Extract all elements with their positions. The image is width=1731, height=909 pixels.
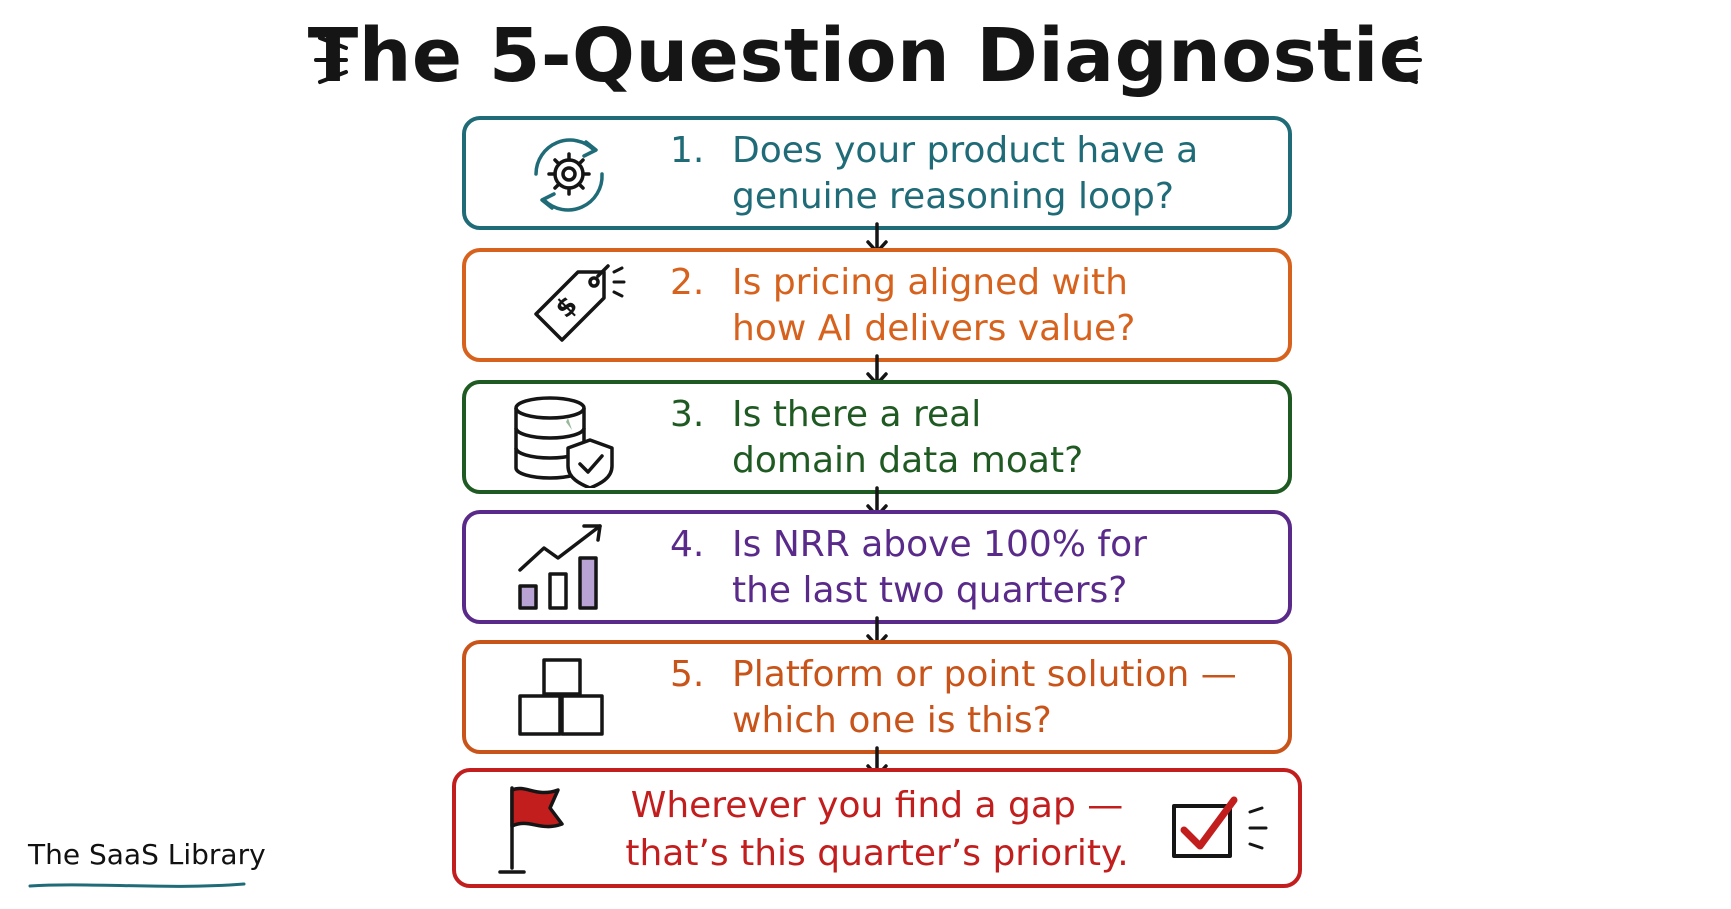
- priority-text: Wherever you find a gap — that’s this qu…: [456, 782, 1298, 878]
- priority-line-2: that’s this quarter’s priority.: [625, 833, 1129, 874]
- question-text-2: 2. Is pricing aligned with how AI deliver…: [670, 260, 1135, 352]
- question-number: 5.: [670, 654, 705, 695]
- question-card-3: 3. Is there a real domain data moat?: [462, 380, 1292, 494]
- question-line-2: which one is this?: [732, 700, 1052, 741]
- question-text-3: 3. Is there a real domain data moat?: [670, 392, 1083, 484]
- brand-label: The SaaS Library: [28, 838, 266, 871]
- database-shield-icon: [514, 396, 614, 488]
- question-line-2: genuine reasoning loop?: [732, 176, 1174, 217]
- question-text-5: 5. Platform or point solution — which one…: [670, 652, 1237, 744]
- question-number: 3.: [670, 394, 705, 435]
- gear-cycle-icon: [534, 138, 604, 212]
- stacked-blocks-icon: [518, 658, 604, 736]
- checkbox-check-icon: [1172, 796, 1268, 858]
- price-tag-icon: $: [534, 264, 626, 342]
- priority-card: Wherever you find a gap — that’s this qu…: [452, 768, 1302, 888]
- question-line-2: domain data moat?: [732, 440, 1084, 481]
- question-line-2: the last two quarters?: [732, 570, 1128, 611]
- question-card-4: 4. Is NRR above 100% for the last two qua…: [462, 510, 1292, 624]
- page-title: The 5-Question Diagnostic: [307, 13, 1424, 99]
- question-number: 2.: [670, 262, 705, 303]
- flag-icon: [498, 786, 564, 874]
- question-line-1: Does your product have a: [732, 130, 1199, 171]
- question-line-1: Platform or point solution —: [732, 654, 1237, 695]
- question-line-1: Is NRR above 100% for: [732, 524, 1147, 565]
- growth-chart-icon: [518, 524, 602, 610]
- question-number: 1.: [670, 130, 705, 171]
- title-emphasis-lines-right: [1388, 36, 1422, 84]
- question-line-1: Is pricing aligned with: [732, 262, 1128, 303]
- question-card-5: 5. Platform or point solution — which one…: [462, 640, 1292, 754]
- question-card-1: 1. Does your product have a genuine reaso…: [462, 116, 1292, 230]
- question-card-2: $ 2. Is pricing aligned with how AI deliv…: [462, 248, 1292, 362]
- priority-line-1: Wherever you find a gap —: [630, 785, 1124, 826]
- question-line-1: Is there a real: [732, 394, 982, 435]
- title-emphasis-lines-left: [314, 36, 348, 84]
- question-text-4: 4. Is NRR above 100% for the last two qua…: [670, 522, 1147, 614]
- question-line-2: how AI delivers value?: [732, 308, 1136, 349]
- question-number: 4.: [670, 524, 705, 565]
- brand-underline: [28, 882, 246, 888]
- question-text-1: 1. Does your product have a genuine reaso…: [670, 128, 1198, 220]
